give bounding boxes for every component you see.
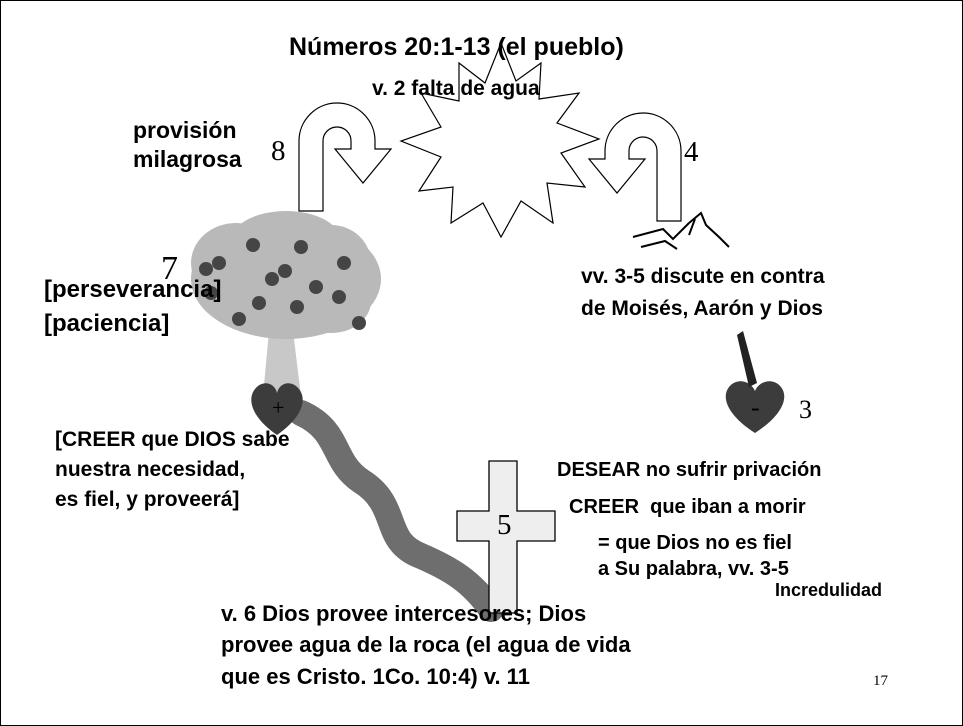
apple-icon xyxy=(278,264,292,278)
apple-icon xyxy=(246,238,260,252)
winding-path xyxy=(288,400,504,622)
label-unbelief: Incredulidad xyxy=(775,580,883,600)
apple-icon xyxy=(204,286,218,300)
label-not-faithful: = que Dios no es fiel a Su palabra, vv. … xyxy=(598,532,792,580)
apple-icon xyxy=(294,240,308,254)
apple-icon xyxy=(352,316,366,330)
step-5: 5 xyxy=(497,509,512,541)
heart-minus-sign: - xyxy=(751,393,760,422)
diagram-subtitle: v. 2 falta de agua xyxy=(372,77,540,100)
apples xyxy=(199,238,366,330)
label-provides: v. 6 Dios provee intercesores; Dios prov… xyxy=(221,601,631,689)
apple-icon xyxy=(332,290,346,304)
label-fruits: [perseverancia] [paciencia] xyxy=(44,276,222,337)
label-faith: [CREER que DIOS sabe nuestra necesidad, … xyxy=(55,428,290,511)
step-3: 3 xyxy=(799,395,812,424)
step-4: 4 xyxy=(684,136,699,168)
heart-minus-icon xyxy=(725,381,785,433)
label-complain: vv. 3-5 discute en contra de Moisés, Aar… xyxy=(581,265,825,320)
apple-icon xyxy=(199,262,213,276)
label-provision: provisión milagrosa xyxy=(133,117,242,172)
sun-burst-icon xyxy=(399,41,601,239)
crack-lines-icon xyxy=(632,211,730,250)
down-arrow-icon xyxy=(737,331,757,387)
step-8: 8 xyxy=(271,135,286,167)
diagram-title: Números 20:1-13 (el pueblo) xyxy=(289,33,624,61)
curved-arrow-right-icon xyxy=(587,112,682,222)
apple-icon xyxy=(212,256,226,270)
label-believe-die: CREER que iban a morir xyxy=(569,496,806,518)
apple-icon xyxy=(337,256,351,270)
heart-plus-sign: + xyxy=(272,395,285,420)
apple-icon xyxy=(290,300,304,314)
apple-icon xyxy=(265,272,279,286)
step-7: 7 xyxy=(161,250,178,287)
apple-icon xyxy=(252,296,266,310)
apple-icon xyxy=(309,280,323,294)
slide-number: 17 xyxy=(873,673,888,689)
heart-plus-icon xyxy=(251,383,303,435)
label-desire: DESEAR no sufrir privación xyxy=(557,459,822,481)
curved-arrow-left-icon xyxy=(298,102,393,212)
apple-icon xyxy=(232,312,246,326)
cross-icon xyxy=(456,460,556,614)
